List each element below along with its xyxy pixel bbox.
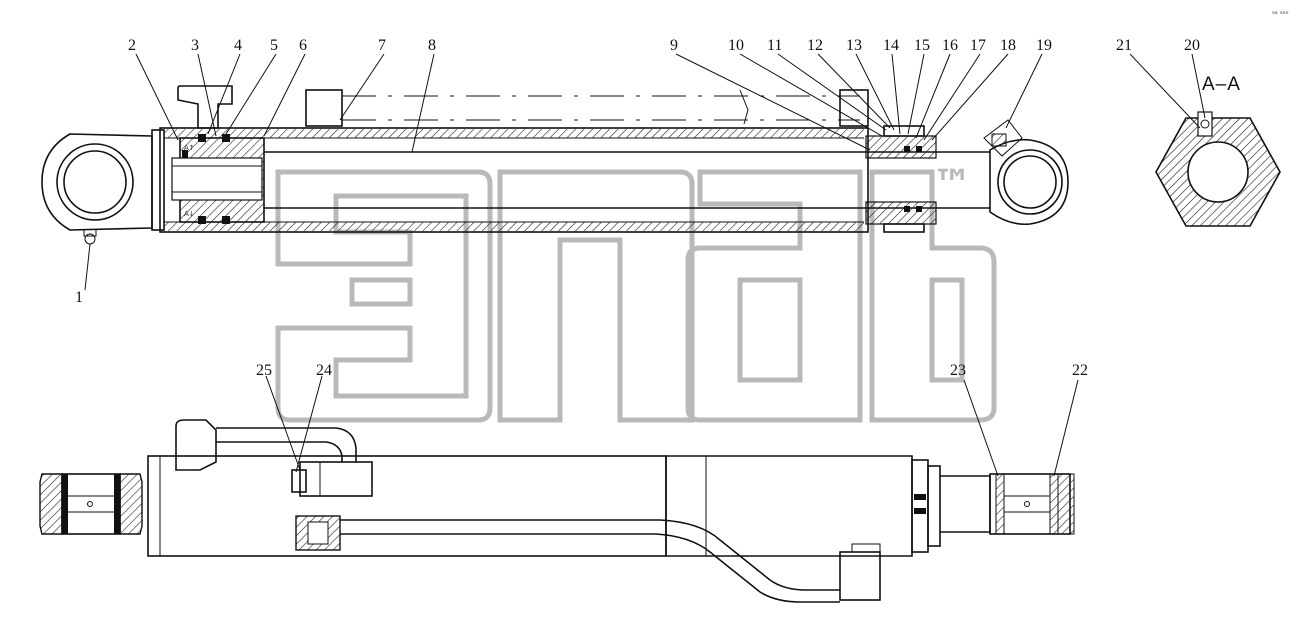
section-a-a-view: A–A: [1155, 74, 1281, 227]
callout-3: 3: [191, 37, 199, 54]
callout-19: 19: [1036, 37, 1052, 54]
svg-text:A↑: A↑: [184, 144, 195, 152]
port-fitting: [305, 89, 343, 127]
callout-13: 13: [846, 37, 862, 54]
front-eye: [989, 138, 1069, 226]
callout-17: 17: [970, 37, 986, 54]
callout-11: 11: [767, 37, 782, 54]
barrel-external: [147, 455, 667, 557]
callout-labels: 1 2 3 4 5 6 7 8 9 10 11 12 13 14 15 16 1…: [75, 37, 1200, 379]
front-elbow-fitting: [839, 551, 881, 601]
callout-20: 20: [1184, 37, 1200, 54]
svg-text:A↓: A↓: [184, 210, 195, 218]
callout-2: 2: [128, 37, 136, 54]
callout-25: 25: [256, 362, 272, 379]
callout-21: 21: [1116, 37, 1132, 54]
callout-4: 4: [234, 37, 242, 54]
callout-22: 22: [1072, 362, 1088, 379]
section-label: A–A: [1202, 74, 1241, 95]
callout-9: 9: [670, 37, 678, 54]
callout-5: 5: [270, 37, 278, 54]
watermark-logo: ™: [275, 162, 997, 423]
callout-1: 1: [75, 289, 83, 306]
rear-eye: [41, 133, 153, 231]
cylinder-external-view: [39, 419, 1075, 603]
gland: [865, 135, 937, 159]
callout-14: 14: [883, 37, 899, 54]
elbow-fitting: [175, 419, 217, 471]
leader-lines: [84, 53, 1206, 477]
callout-10: 10: [728, 37, 744, 54]
callout-12: 12: [807, 37, 823, 54]
callout-8: 8: [428, 37, 436, 54]
corner-mark: ₔₐ ₔₔₔ: [1272, 8, 1289, 16]
rear-port-elbow: [177, 85, 233, 129]
cylinder-barrel: [159, 127, 869, 233]
watermark-tm: ™: [932, 162, 972, 208]
callout-18: 18: [1000, 37, 1016, 54]
rear-eye-bore: [56, 143, 134, 221]
callout-23: 23: [950, 362, 966, 379]
callout-7: 7: [378, 37, 386, 54]
callout-15: 15: [914, 37, 930, 54]
callout-6: 6: [299, 37, 307, 54]
callout-16: 16: [942, 37, 958, 54]
cylinder-section-view: A↑ A↓: [41, 85, 1069, 245]
callout-24: 24: [316, 362, 332, 379]
